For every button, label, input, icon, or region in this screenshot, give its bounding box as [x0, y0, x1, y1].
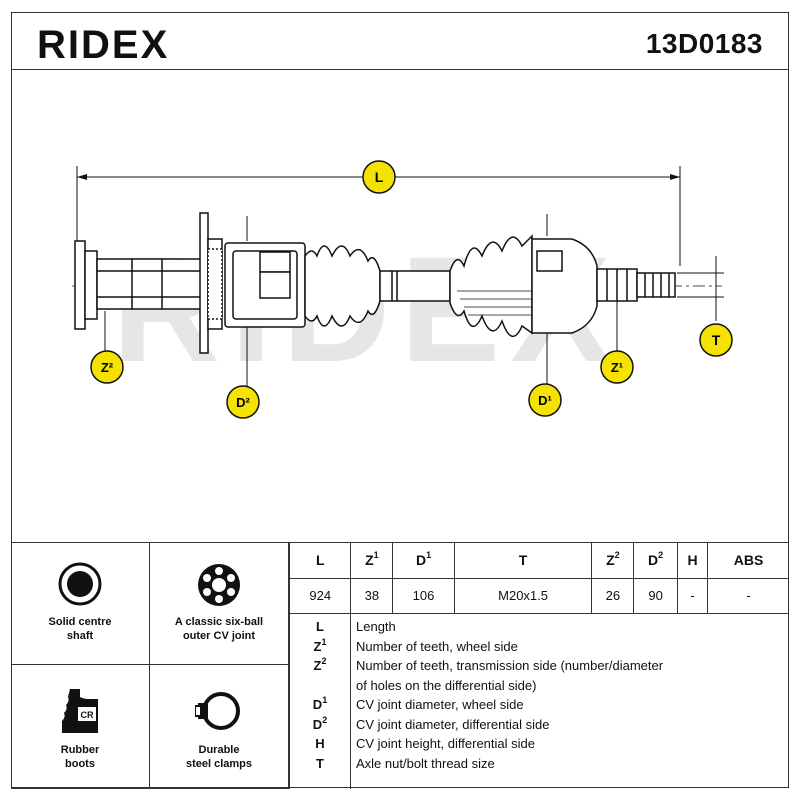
- spec-header: Z2: [591, 543, 635, 579]
- spec-value-row: 924 38 106 M20x1.5 26 90 - -: [288, 577, 789, 614]
- svg-text:D¹: D¹: [538, 393, 552, 408]
- feature-label: Durable steel clamps: [185, 744, 253, 770]
- ridex-logo: RIDEX: [37, 24, 169, 64]
- spec-header: Z1: [350, 543, 394, 579]
- header-bar: RIDEX 13D0183: [11, 12, 789, 70]
- spec-value: 90: [633, 577, 678, 614]
- bearing-plate: [199, 212, 209, 354]
- callout-D1: D¹: [528, 383, 562, 417]
- spec-value: 26: [591, 577, 635, 614]
- spec-value: M20x1.5: [453, 577, 593, 614]
- spec-header: T: [453, 543, 593, 579]
- six-ball-joint-icon: [198, 564, 240, 606]
- legend-text: Number of teeth, transmission side (numb…: [356, 658, 664, 673]
- callout-L: L: [362, 160, 396, 194]
- spec-value: 106: [392, 577, 455, 614]
- spec-header: D2: [633, 543, 678, 579]
- svg-text:Z²: Z²: [101, 360, 114, 375]
- transmission-flange: [74, 240, 86, 330]
- legend-text: Length: [356, 619, 396, 634]
- svg-text:CR: CR: [81, 710, 94, 720]
- legend-symbol: Z1: [313, 636, 327, 654]
- feature-six-ball-joint: A classic six-ball outer CV joint: [150, 543, 289, 665]
- spec-value: -: [676, 577, 709, 614]
- callout-D2: D²: [226, 385, 260, 419]
- rubber-boot-icon: CR: [62, 689, 98, 733]
- legend-text: Number of teeth, wheel side: [356, 638, 518, 654]
- feature-rubber-boots: CR Rubber boots: [11, 665, 150, 789]
- spec-header: H: [676, 543, 709, 579]
- legend-symbol: L: [316, 619, 324, 634]
- legend-row: of holes on the differential side): [290, 678, 790, 698]
- callout-T: T: [699, 323, 733, 357]
- legend-symbol: Z2: [313, 656, 327, 673]
- spec-header-row: L Z1 D1 T Z2 D2 H ABS: [288, 543, 789, 579]
- legend-row: D2 CV joint diameter, differential side: [290, 714, 790, 737]
- legend-symbol: D2: [312, 714, 328, 732]
- spec-value: 924: [288, 577, 352, 614]
- feature-steel-clamps: Durable steel clamps: [150, 665, 289, 789]
- spec-table: L Z1 D1 T Z2 D2 H ABS 924 38 106 M20x1.5…: [288, 543, 789, 614]
- legend-text: Axle nut/bolt thread size: [356, 755, 495, 771]
- legend-symbol: D1: [312, 695, 328, 712]
- solid-shaft-icon: [58, 562, 102, 606]
- legend-symbol: H: [315, 736, 325, 751]
- feature-label: Solid centre shaft: [48, 616, 112, 642]
- spec-header: D1: [392, 543, 455, 579]
- solid-shaft: [379, 270, 451, 302]
- svg-text:D²: D²: [236, 395, 250, 410]
- legend-row: H CV joint height, differential side: [290, 736, 790, 756]
- callout-Z1: Z¹: [600, 350, 634, 384]
- steel-clamp-icon: [195, 692, 240, 730]
- legend-row: T Axle nut/bolt thread size: [290, 756, 790, 776]
- spec-section: Solid centre shaft A classic six-ball ou…: [11, 542, 789, 789]
- legend-symbol: T: [316, 755, 324, 771]
- legend-text: CV joint diameter, differential side: [356, 716, 550, 732]
- spec-value: 38: [350, 577, 394, 614]
- feature-solid-shaft: Solid centre shaft: [11, 543, 150, 665]
- article-number: 13D0183: [645, 28, 763, 59]
- spec-header: ABS: [707, 543, 789, 579]
- legend-row: Z1 Number of teeth, wheel side: [290, 636, 790, 659]
- sheet-frame: [11, 12, 789, 788]
- legend-text: CV joint diameter, wheel side: [356, 697, 524, 712]
- drive-shaft-drawing: RIDEX: [72, 160, 733, 419]
- spec-value: -: [707, 577, 789, 614]
- svg-text:Z¹: Z¹: [611, 360, 623, 375]
- callout-Z2: Z²: [90, 350, 124, 384]
- feature-label: A classic six-ball outer CV joint: [174, 616, 264, 642]
- svg-text:RIDEX: RIDEX: [37, 24, 169, 64]
- svg-text:T: T: [712, 332, 721, 348]
- spec-header: L: [288, 543, 352, 579]
- svg-text:L: L: [375, 169, 384, 185]
- legend-text: of holes on the differential side): [356, 677, 537, 693]
- legend-row: Z2 Number of teeth, transmission side (n…: [290, 656, 790, 678]
- legend-text: CV joint height, differential side: [356, 736, 535, 751]
- legend-row: D1 CV joint diameter, wheel side: [290, 695, 790, 717]
- legend: L Length Z1 Number of teeth, wheel side …: [289, 613, 789, 789]
- feature-label: Rubber boots: [60, 744, 100, 770]
- legend-row: L Length: [290, 619, 790, 639]
- transmission-stub: [96, 258, 203, 310]
